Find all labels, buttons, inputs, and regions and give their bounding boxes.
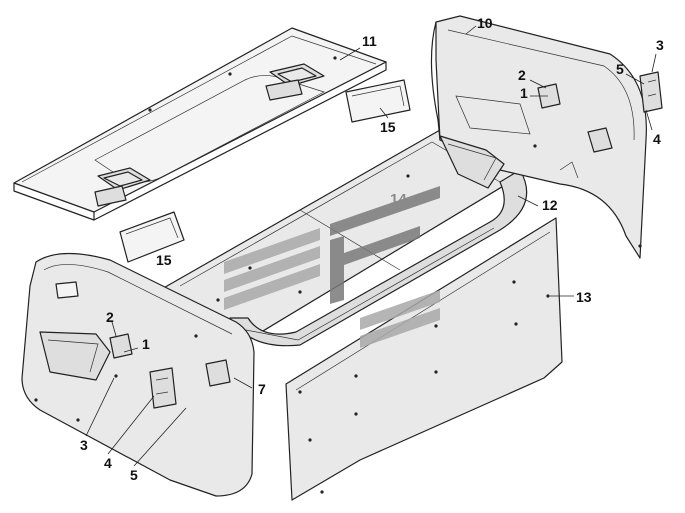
callout-sun-visor-upper: 15 [380, 119, 396, 135]
side-liner-right [285, 217, 563, 501]
roof-panel [13, 27, 387, 221]
callout-clip-left: 1 [142, 336, 150, 352]
callout-bracket-left: 2 [106, 309, 114, 325]
watermark-logo [224, 186, 440, 348]
callout-side-liner-left: 7 [258, 381, 266, 397]
sun-visor-lower [119, 211, 185, 263]
leader-lines [85, 25, 657, 467]
sun-visor-upper [345, 79, 411, 123]
callout-trim-strip: 12 [542, 197, 558, 213]
callout-clip-right: 1 [520, 85, 528, 101]
callout-side-liner-right: 13 [576, 289, 592, 305]
roof-vent-front [94, 167, 151, 207]
callout-screw-left: 3 [80, 437, 88, 453]
callout-lamp-right: 4 [653, 131, 661, 147]
roof-vent-rear [265, 63, 325, 101]
rear-panel [430, 15, 663, 259]
callout-hook-left: 5 [130, 467, 138, 483]
callout-rear-panel: 10 [477, 15, 493, 31]
callout-bracket-right: 2 [518, 67, 526, 83]
callout-labels: 11 15 15 10 2 1 3 5 4 14 12 13 2 1 3 4 5… [80, 15, 664, 483]
side-liner-left [21, 252, 255, 497]
callout-screw-right: 3 [656, 37, 664, 53]
callout-hook-right: 5 [616, 61, 624, 77]
callout-lamp-left: 4 [104, 455, 112, 471]
callout-roof-panel: 11 [362, 33, 377, 49]
callout-sun-visor-lower: 15 [156, 252, 172, 268]
callout-floor-part: 14 [390, 191, 407, 208]
